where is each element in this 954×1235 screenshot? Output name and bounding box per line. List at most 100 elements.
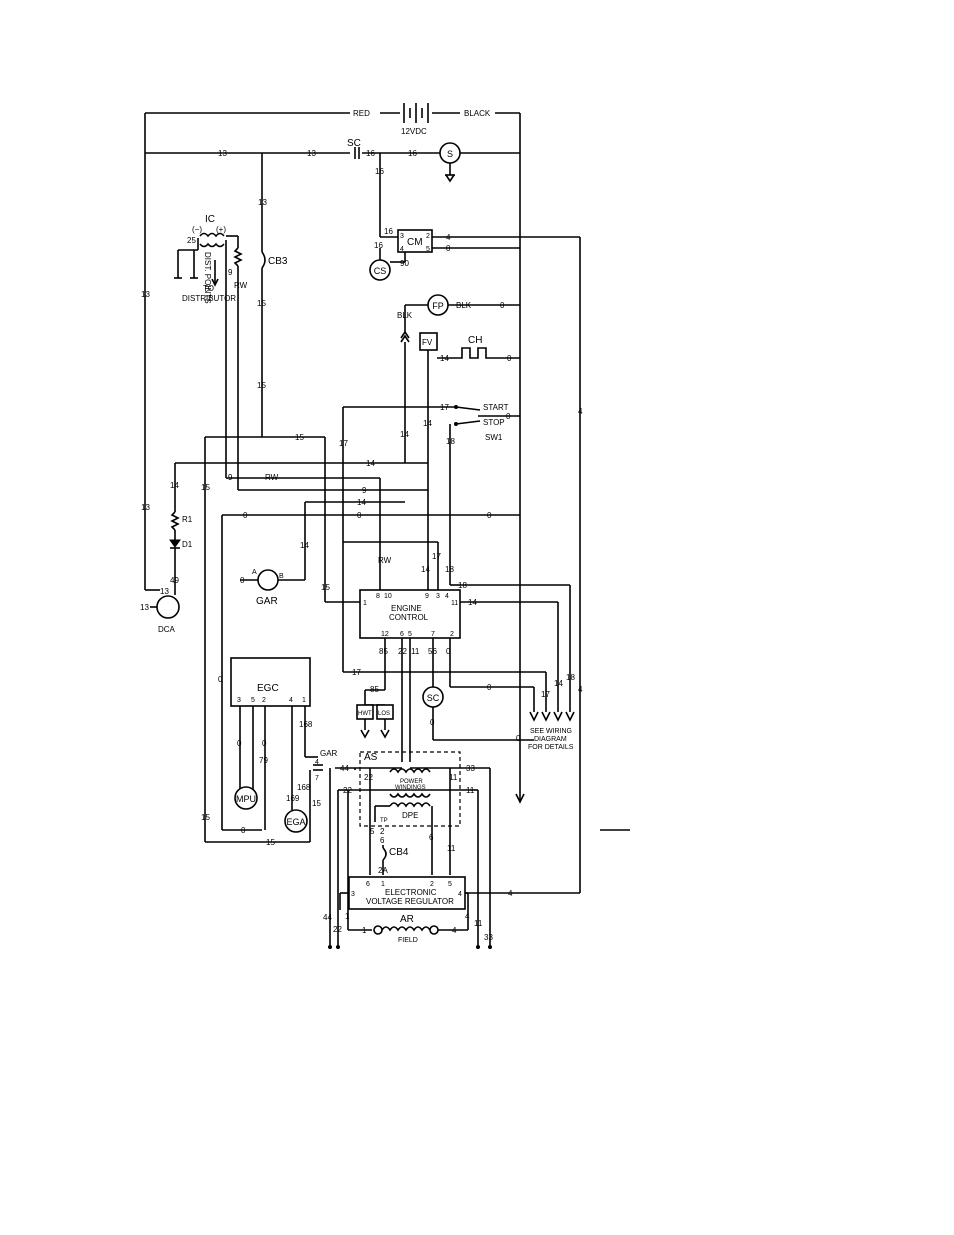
- starter-circuit: 13 13 SC 16 16 S 16 16: [145, 138, 520, 238]
- see-wiring-label-2: DIAGRAM: [534, 736, 567, 743]
- egc-pin-4: 4: [289, 697, 293, 704]
- wire-11-a: 11: [411, 647, 420, 656]
- cm-pin-5: 5: [426, 246, 430, 253]
- wire-85-b: 85: [370, 685, 379, 694]
- gar2-pin-7: 7: [315, 775, 319, 782]
- cb4-breaker: CB4 2A: [369, 830, 409, 875]
- evr-pin-3: 3: [351, 891, 355, 898]
- ec-pin-2: 2: [450, 631, 454, 638]
- wire-17-c: 17: [352, 668, 361, 677]
- fuel-circuit: FP BLK 0 BLK 14 FV 14 14 CH 0: [397, 294, 520, 565]
- dca-circuit: 14 14 R1 D1 49 13 13 13 13 DCA: [140, 290, 428, 634]
- wire-4-b: 4: [578, 685, 583, 694]
- wire-79: 79: [259, 756, 268, 765]
- power-windings-label-2: WINDINGS: [395, 785, 426, 791]
- wire-14-e: 14: [170, 481, 179, 490]
- ec-pin-12: 12: [381, 631, 389, 638]
- wire-0-g: 0: [516, 734, 521, 743]
- mpu-label: MPU: [236, 794, 256, 804]
- wire-0-egc-a: 0: [237, 739, 242, 748]
- wire-14-f: 14: [357, 498, 366, 507]
- engine-control-label-2: CONTROL: [389, 613, 429, 622]
- ec-pin-5: 5: [408, 631, 412, 638]
- d1-label: D1: [182, 540, 193, 549]
- wire-14-i: 14: [468, 598, 477, 607]
- wire-15-f: 15: [201, 813, 210, 822]
- wire-9-a: 9: [228, 268, 233, 277]
- wire-rw-c: RW: [378, 556, 392, 565]
- wire-168-a: 168: [299, 720, 313, 729]
- start-label: START: [483, 403, 509, 412]
- wire-11-c: 11: [447, 844, 456, 853]
- wire-13-d: 13: [141, 290, 150, 299]
- gar2-label: GAR: [320, 749, 338, 758]
- gar-label: GAR: [256, 596, 278, 607]
- hwt-label: HWT: [358, 711, 372, 717]
- cb3-label: CB3: [268, 256, 288, 267]
- wire-15-c: 15: [295, 433, 304, 442]
- wire-4-evr: 4: [508, 889, 513, 898]
- wire-0-e: 0: [241, 826, 246, 835]
- ic-minus-label: (−): [192, 225, 202, 234]
- wire-11-d: 11: [474, 919, 483, 928]
- wire-44-b: 44: [323, 913, 332, 922]
- ic-plus-label: (+): [216, 225, 226, 234]
- wire-13-c: 13: [258, 198, 267, 207]
- wire-18-a: 18: [446, 437, 455, 446]
- wire-rw-b: RW: [265, 473, 279, 482]
- see-wiring-arrows: SEE WIRING DIAGRAM FOR DETAILS 0: [516, 711, 575, 751]
- evr-pin-6: 6: [366, 881, 370, 888]
- wire-9-b: 9: [228, 473, 233, 482]
- wire-17-b: 17: [432, 552, 441, 561]
- wire-0-a: 0: [243, 511, 248, 520]
- ec-pin-10: 10: [384, 593, 392, 600]
- gar2-pin-4: 4: [315, 759, 319, 766]
- wire-17-d: 17: [541, 690, 550, 699]
- blk-label: BLK: [397, 311, 413, 320]
- wire-4-bus: 4 4: [578, 237, 583, 893]
- as-pin-22-a: 22: [364, 773, 373, 782]
- dpe-label: DPE: [402, 811, 418, 820]
- wire-15-d: 15: [321, 583, 330, 592]
- gar-relay: 0 A B GAR: [240, 569, 305, 607]
- wire-90: 90: [400, 259, 409, 268]
- wire-18-b: 18: [445, 565, 454, 574]
- wire-17-sw: 17: [440, 403, 449, 412]
- ega-label: EGA: [286, 817, 305, 827]
- wire-13-b: 13: [307, 149, 316, 158]
- wire-14-d: 14: [366, 459, 375, 468]
- as-pin-6: 6: [380, 836, 385, 845]
- battery-voltage-label: 12VDC: [401, 127, 427, 136]
- sensors: HWT LOS SC 0: [356, 686, 534, 741]
- to-label: TO: [203, 284, 214, 293]
- as-assembly: AS 44 33 22 11 POWER WINDINGS 22 11 DPE …: [340, 751, 475, 875]
- wire-6-a: 6: [429, 833, 434, 842]
- wire-0-ec: 0: [446, 647, 451, 656]
- wire-13-e: 13: [141, 503, 150, 512]
- ic-label: IC: [205, 214, 215, 225]
- cs-label: CS: [374, 266, 387, 276]
- wire-22-a: 22: [398, 647, 407, 656]
- field-label: FIELD: [398, 937, 418, 944]
- engine-control: ENGINE CONTROL 1 8 10 9 3 4 11 12 6 5 7 …: [343, 581, 575, 762]
- battery-pos-wire-label: RED: [353, 109, 370, 118]
- sw1-switch: 17 START 0 STOP SW1 18 17: [339, 403, 520, 672]
- wire-15-loop: 15 15 15 15 15: [201, 433, 360, 847]
- wire-0-egc-b: 0: [262, 739, 267, 748]
- cm-label: CM: [407, 237, 423, 248]
- wire-0-cm: 0: [446, 244, 451, 253]
- wire-85-a: 85: [379, 647, 388, 656]
- battery-neg-wire-label: BLACK: [464, 109, 491, 118]
- wire-13-dca-b: 13: [140, 603, 149, 612]
- wire-9-c: 9: [362, 486, 367, 495]
- wire-33-b: 33: [484, 933, 493, 942]
- wire-14-j: 14: [554, 679, 563, 688]
- voltage-regulator: ELECTRONIC VOLTAGE REGULATOR 6 1 2 5 3 4…: [323, 767, 580, 949]
- ec-pin-6: 6: [400, 631, 404, 638]
- dist-points-label: DIST. POINTS: [203, 252, 212, 304]
- ega-component: [284, 809, 308, 833]
- wire-15-a: 15: [257, 299, 266, 308]
- ec-pin-4: 4: [445, 593, 449, 600]
- wire-56: 56: [428, 647, 437, 656]
